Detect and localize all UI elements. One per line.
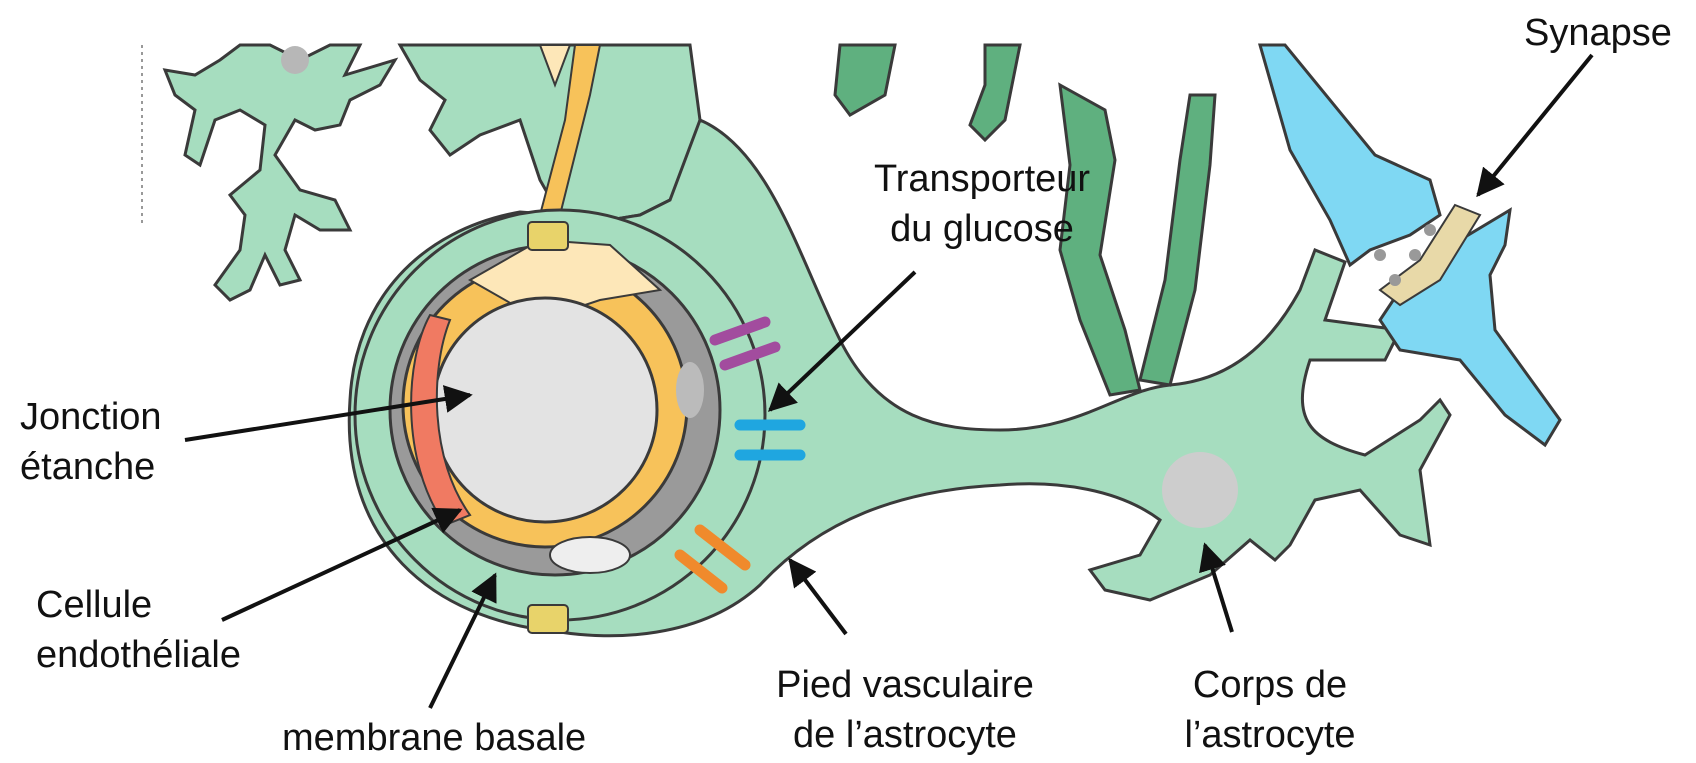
- label-synapse: Synapse: [1524, 8, 1672, 58]
- label-astrocyte-body: Corps de l’astrocyte: [1150, 660, 1390, 760]
- background-astrocyte: [165, 45, 395, 300]
- tight-junction-top: [528, 222, 568, 250]
- arrow-vascular-foot: [790, 560, 846, 634]
- tight-junction-bottom: [528, 605, 568, 633]
- label-endothelial-cell: Cellule endothéliale: [36, 580, 241, 680]
- label-basal-membrane: membrane basale: [282, 713, 586, 763]
- label-glucose-transporter: Transporteur du glucose: [842, 154, 1122, 254]
- lumen: [433, 298, 657, 522]
- label-vascular-foot: Pied vasculaire de l’astrocyte: [745, 660, 1065, 760]
- arrow-synapse: [1478, 55, 1592, 195]
- label-tight-junction: Jonction étanche: [20, 392, 162, 492]
- astrocyte-process-top: [400, 45, 700, 220]
